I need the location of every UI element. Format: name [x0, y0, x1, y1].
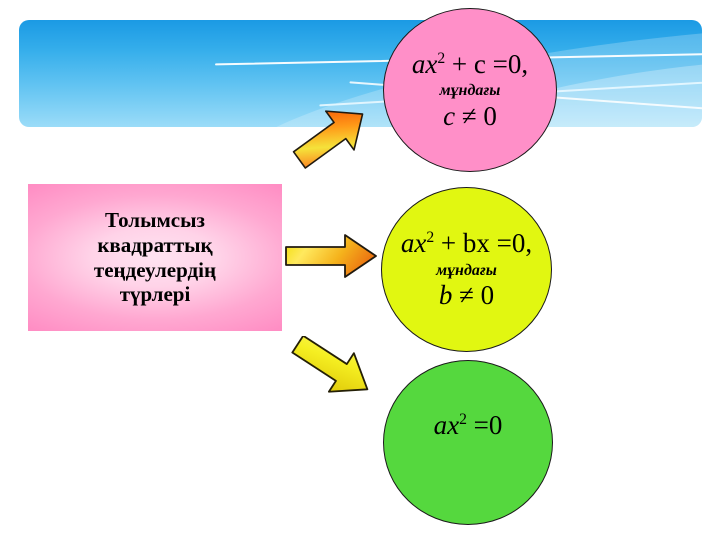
equation-case-b-main: ax	[400, 228, 427, 259]
arrow-right-icon	[283, 232, 379, 280]
title-box: Толымсыз квадраттық теңдеулердің түрлері	[28, 184, 282, 331]
decorative-banner	[19, 20, 702, 127]
condition-op-case-b: ≠ 0	[452, 280, 495, 311]
arrow-up-right-icon	[286, 104, 376, 170]
equation-case-b-exponent: 2	[426, 229, 435, 247]
condition-op-case-c: ≠ 0	[455, 100, 497, 131]
equation-case-c-main: ax	[411, 48, 438, 79]
equation-case-b-rest: + bx =0,	[434, 228, 533, 259]
branch-circle-case-b: ax2 + bx =0, мұндағы b ≠ 0	[381, 187, 552, 352]
equation-case-c: ax2 + c =0,	[412, 50, 528, 78]
condition-equation-case-c: c ≠ 0	[443, 102, 497, 130]
condition-word-case-b: мұндағы	[436, 261, 497, 279]
title-box-label: Толымсыз квадраттық теңдеулердің түрлері	[93, 207, 217, 307]
arrow-down-right-icon	[286, 334, 380, 398]
equation-case-c-exponent: 2	[437, 49, 446, 67]
branch-circle-case-a: ax2 =0	[383, 360, 553, 525]
equation-case-a: ax2 =0	[434, 411, 503, 439]
condition-var-case-b: b	[438, 280, 453, 311]
equation-case-a-rest: =0	[466, 410, 503, 441]
equation-case-b: ax2 + bx =0,	[401, 229, 532, 257]
branch-circle-case-c: ax2 + c =0, мұндағы c ≠ 0	[383, 8, 557, 172]
equation-case-a-main: ax	[433, 410, 460, 441]
condition-word-case-c: мұндағы	[439, 82, 501, 100]
condition-equation-case-b: b ≠ 0	[439, 281, 494, 309]
equation-case-a-exponent: 2	[459, 411, 467, 429]
condition-var-case-c: c	[443, 100, 456, 131]
equation-case-c-rest: + c =0,	[445, 48, 529, 79]
